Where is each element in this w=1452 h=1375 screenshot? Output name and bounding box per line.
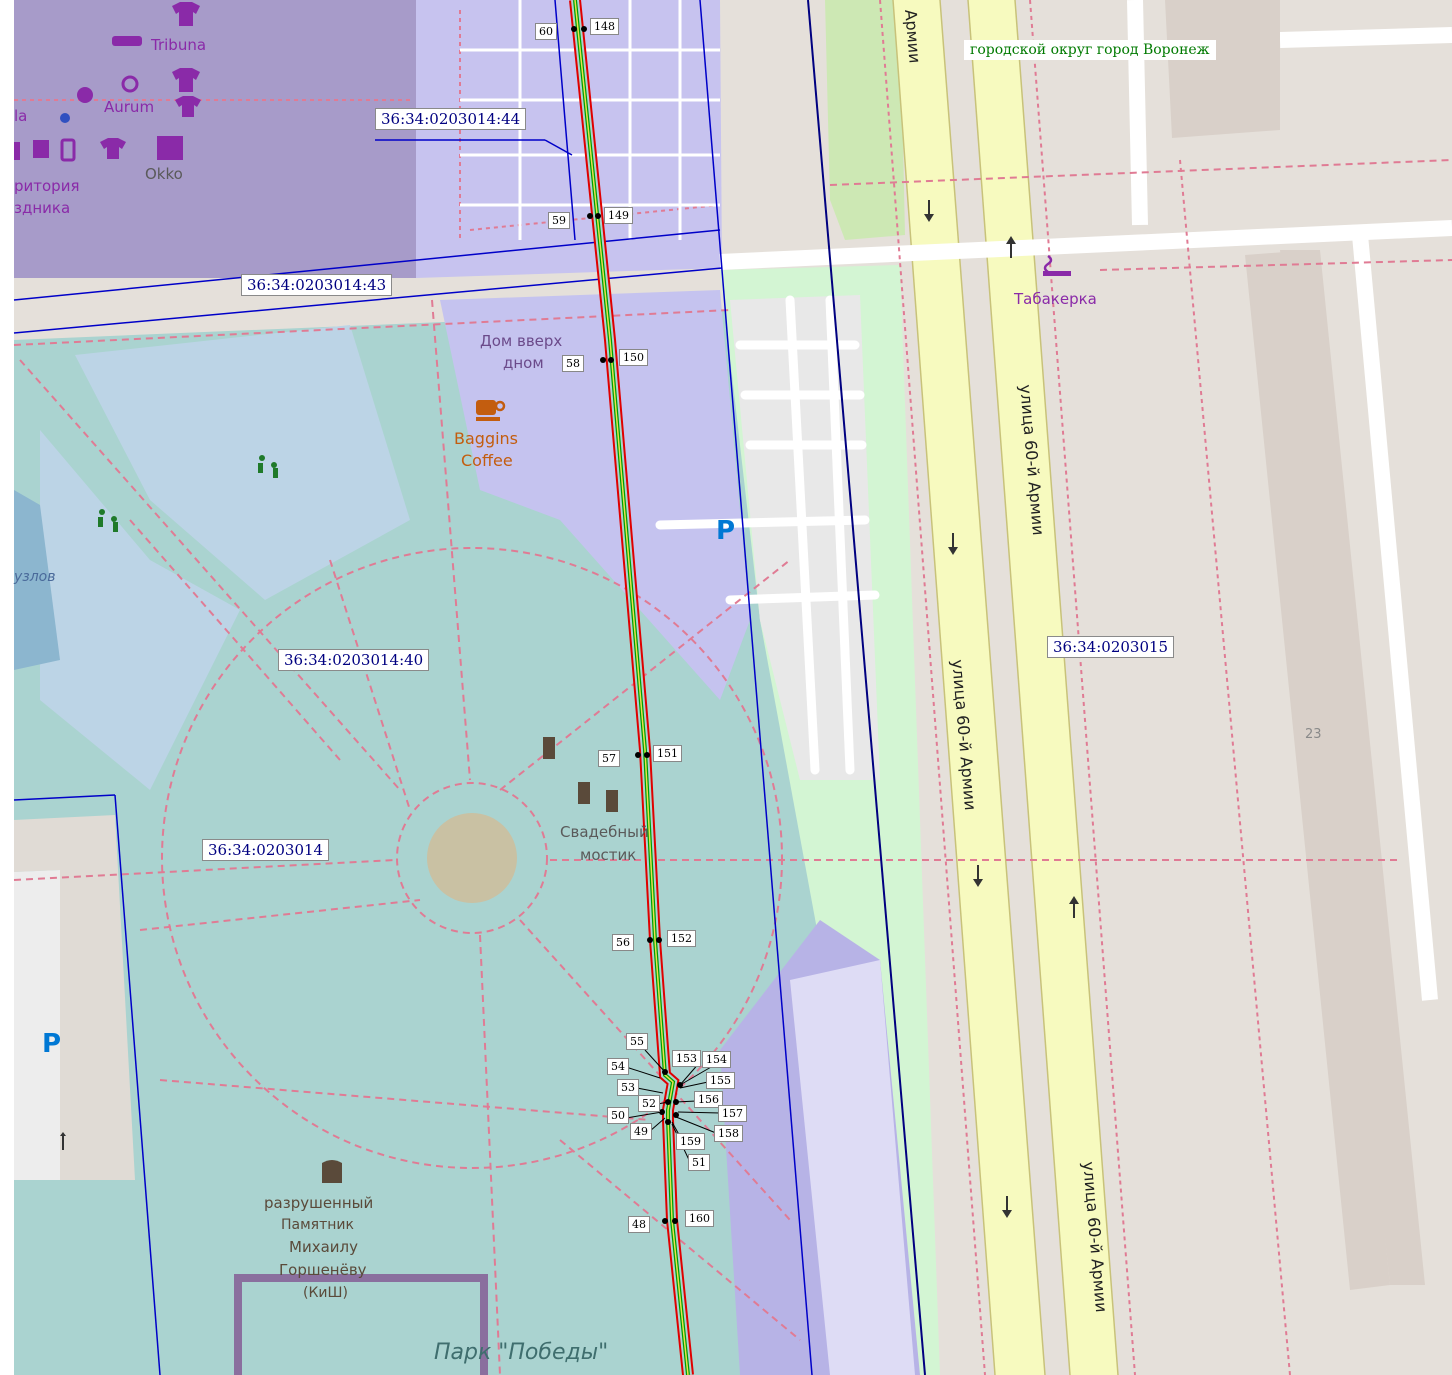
poi-territory-1: ритория [14, 177, 79, 195]
poi-uzlov: узлов [13, 569, 56, 585]
municipality-label: городской округ город Воронеж [964, 40, 1216, 60]
pedestrian-area-top [416, 0, 722, 278]
parking-icon-2: P [42, 1029, 61, 1059]
building-23 [1245, 252, 1390, 1290]
point-label-57: 57 [598, 750, 620, 767]
point-label-153: 153 [672, 1050, 701, 1067]
point-label-152: 152 [667, 930, 696, 947]
phone-icon [60, 138, 76, 162]
poi-monument-3: Михаилу [289, 1238, 358, 1256]
lawn-2 [40, 430, 240, 790]
point-label-48: 48 [628, 1216, 650, 1233]
point-label-55: 55 [626, 1033, 648, 1050]
embankment-light [790, 960, 915, 1375]
point-label-58: 58 [562, 355, 584, 372]
fountain [427, 813, 517, 903]
memorial-icon [322, 1160, 342, 1183]
coffee-icon [476, 400, 506, 421]
smoking-icon [1043, 254, 1071, 276]
monument-icons [543, 737, 618, 812]
poi-monument-5: (КиШ) [303, 1285, 348, 1301]
avenue-left-lane [893, 0, 1045, 1375]
quarter-label-15[interactable]: 36:34:0203015 [1047, 636, 1175, 658]
lawn-1 [75, 325, 410, 600]
point-label-149: 149 [604, 207, 633, 224]
parking-grid-lines [655, 295, 880, 775]
parcel-label-44[interactable]: 36:34:0203014:44 [375, 108, 527, 130]
avenue-edges [892, 0, 1119, 1375]
poi-aurum: Aurum [104, 98, 154, 116]
parking-icon-1: P [716, 516, 735, 546]
point-label-53: 53 [617, 1079, 639, 1096]
parcel-label-43[interactable]: 36:34:0203014:43 [241, 274, 393, 296]
point-label-52: 52 [638, 1095, 660, 1112]
point-label-59: 59 [548, 212, 570, 229]
poi-park: Парк "Победы" [434, 1340, 608, 1365]
ring-icon [121, 75, 139, 93]
point-label-60: 60 [535, 23, 557, 40]
playground-icon-1 [258, 455, 278, 478]
point-label-157: 157 [718, 1105, 747, 1122]
poi-territory-2: здника [14, 199, 70, 217]
building-left [14, 815, 135, 1180]
poi-okko: Okko [145, 165, 183, 183]
tshirt-icon [172, 2, 200, 26]
tshirt-icon-2 [172, 68, 200, 92]
point-label-151: 151 [653, 745, 682, 762]
left-margin [0, 0, 14, 1375]
point-label-51: 51 [688, 1154, 710, 1171]
film-icon [157, 136, 183, 160]
point-label-49: 49 [630, 1123, 652, 1140]
quarter-boundary [807, 0, 926, 1375]
tshirt-icon-3 [175, 96, 201, 117]
point-label-56: 56 [612, 934, 634, 951]
point-label-156: 156 [694, 1091, 723, 1108]
poi-dom-1: Дом вверх [480, 332, 562, 350]
poi-baggins-1: Baggins [454, 429, 518, 448]
side-streets [719, 0, 1452, 1001]
point-label-158: 158 [714, 1125, 743, 1142]
building-top-right [1165, 0, 1280, 138]
poi-bridge-2: мостик [580, 846, 636, 864]
point-label-148: 148 [590, 18, 619, 35]
poi-monument-4: Горшенёву [279, 1261, 367, 1279]
avenue-right-lane [968, 0, 1118, 1375]
poi-house-23: 23 [1305, 727, 1322, 742]
poi-la: la [14, 107, 27, 125]
poi-baggins-2: Coffee [461, 451, 513, 470]
road-lawn [825, 0, 905, 240]
building-23b [1280, 250, 1425, 1285]
pedestrian-plaza [440, 290, 750, 700]
perfume-icon [77, 87, 93, 103]
point-label-155: 155 [706, 1072, 735, 1089]
playground-icon-2 [98, 509, 118, 532]
point-label-54: 54 [607, 1058, 629, 1075]
shoe-icon [112, 36, 142, 46]
poi-monument-1: разрушенный [264, 1194, 373, 1212]
point-label-150: 150 [619, 349, 648, 366]
water [14, 490, 60, 670]
gift-icon [33, 140, 49, 158]
pipeline [569, 0, 694, 1375]
point-label-50: 50 [607, 1107, 629, 1124]
mall-area [14, 0, 416, 278]
tshirt-icon-4 [100, 138, 126, 159]
poi-bridge-1: Свадебный [560, 823, 649, 841]
point-label-154: 154 [702, 1051, 731, 1068]
poi-dom-2: дном [503, 354, 544, 372]
poi-tribuna: Tribuna [150, 36, 206, 54]
oneway-arrows [60, 200, 1079, 1218]
parcel-label-40[interactable]: 36:34:0203014:40 [278, 649, 430, 671]
street-label-top: Армии [901, 9, 925, 64]
building-left-inner [14, 870, 60, 1180]
poi-icons [14, 2, 201, 162]
point-label-159: 159 [676, 1133, 705, 1150]
point-label-160: 160 [685, 1210, 714, 1227]
poi-monument-2: Памятник [281, 1217, 354, 1233]
monument-square [234, 1274, 488, 1375]
poi-tabakerka: Табакерка [1013, 290, 1097, 308]
quarter-label-14[interactable]: 36:34:0203014 [202, 839, 330, 861]
pipeline-vertices [571, 26, 683, 1224]
